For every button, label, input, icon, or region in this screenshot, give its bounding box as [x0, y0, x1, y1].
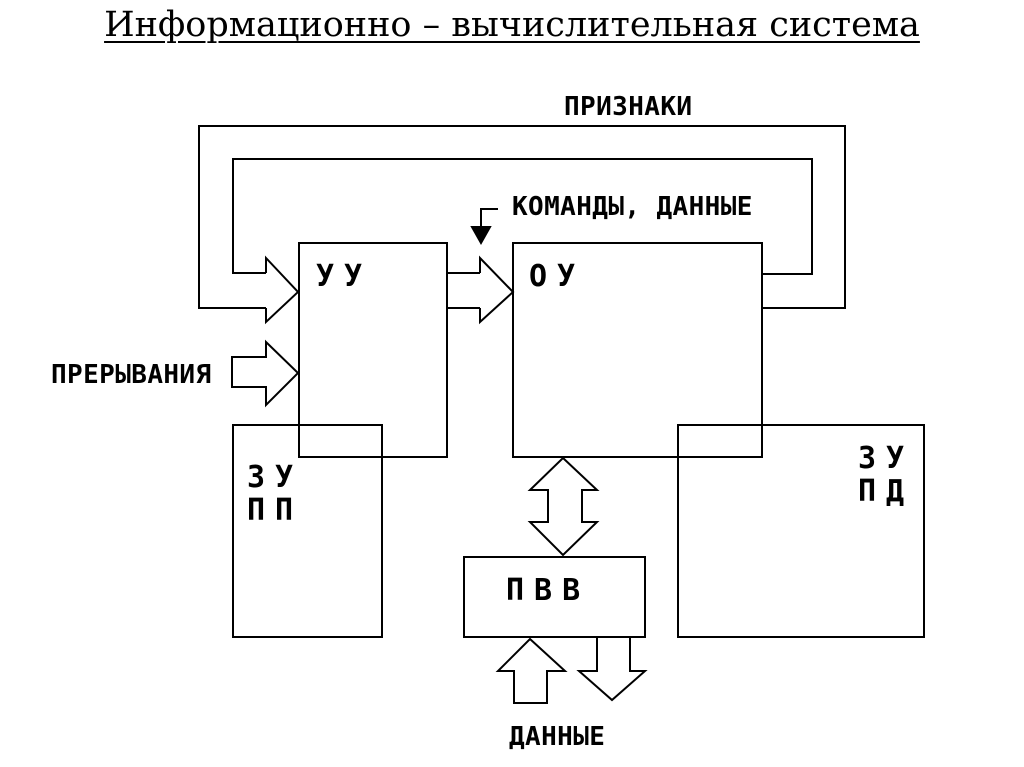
block-zu-pd-label-line1: ЗУ: [858, 441, 915, 476]
pointer-komandy-bracket: [480, 208, 498, 228]
arrow-uu-ou-shaft: [446, 272, 480, 309]
block-zu-pp-label-line2: ПП: [247, 493, 304, 528]
block-pvv: ПВВ: [463, 556, 646, 638]
pointer-komandy-arrowhead-icon: [470, 226, 492, 246]
block-zu-pd-label-line2: ПД: [858, 474, 915, 509]
annotation-priznaki: ПРИЗНАКИ: [564, 92, 693, 122]
block-zu-pd-label: ЗУ ПД: [858, 442, 914, 508]
block-uu-label: УУ: [316, 259, 373, 294]
annotation-komandy-dannye: КОМАНДЫ, ДАННЫЕ: [512, 192, 753, 222]
page-title: Информационно – вычислительная система: [104, 5, 920, 45]
annotation-dannye: ДАННЫЕ: [509, 722, 606, 752]
block-uu: УУ: [298, 242, 448, 458]
arrow-data-in-icon: [495, 637, 568, 704]
arrow-data-out-icon: [576, 637, 648, 702]
feedback-outer-loop-line: [198, 125, 846, 309]
block-ou-label: ОУ: [529, 259, 586, 294]
arrow-uu-ou-head-icon: [479, 255, 515, 325]
block-zu-pd: ЗУ ПД: [677, 424, 925, 638]
annotation-preryvaniya: ПРЕРЫВАНИЯ: [51, 360, 212, 390]
feedback-inner-loop-line: [232, 158, 813, 275]
block-zu-pp-label-line1: ЗУ: [247, 460, 304, 495]
arrow-ou-pvv-bidirectional-icon: [527, 456, 600, 557]
arrow-interrupts-icon: [231, 339, 300, 408]
block-ou: ОУ: [512, 242, 763, 458]
block-zu-pp: ЗУ ПП: [232, 424, 383, 638]
block-zu-pp-label: ЗУ ПП: [247, 461, 303, 527]
block-pvv-label: ПВВ: [506, 573, 591, 608]
arrow-into-uu-icon: [265, 255, 300, 325]
